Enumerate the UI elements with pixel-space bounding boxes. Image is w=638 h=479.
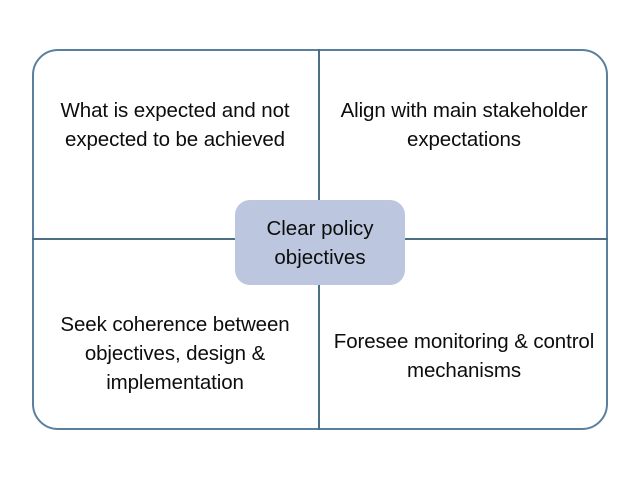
quadrant-top-left: What is expected and not expected to be …: [60, 99, 290, 151]
quadrant-bottom-left: Seek coherence between objectives, desig…: [60, 312, 290, 394]
quadrant-top-right: Align with main stakeholder expectations: [340, 99, 588, 151]
quadrant-bottom-right: Foresee monitoring & control mechanisms: [333, 330, 595, 382]
center-node-label: Clear policy objectives: [235, 200, 405, 285]
